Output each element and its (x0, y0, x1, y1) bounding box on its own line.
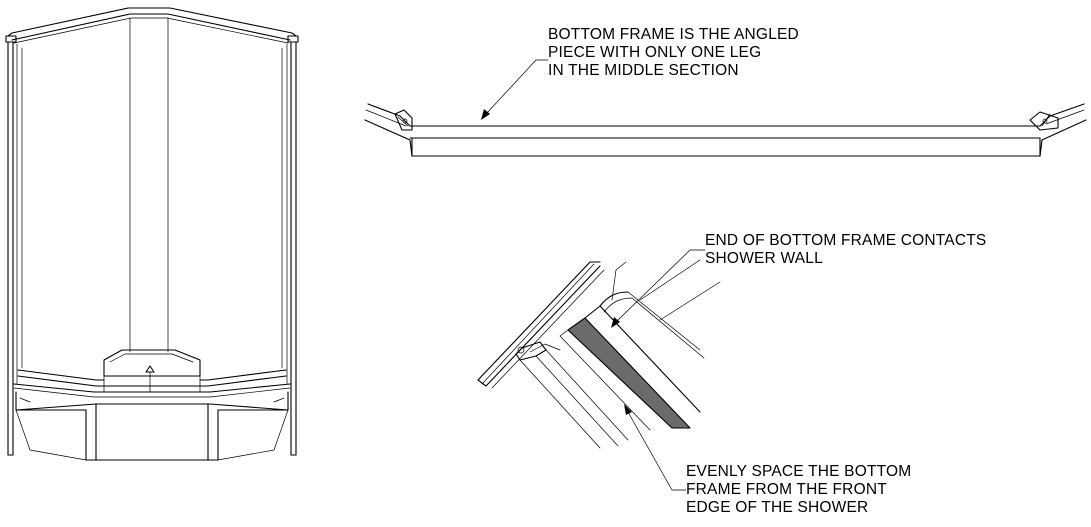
frame-end-contact (599, 259, 721, 359)
contact-leader (611, 249, 706, 328)
contact-note-line: SHOWER WALL (705, 250, 823, 267)
spacing-note-line: EDGE OF THE SHOWER (686, 499, 869, 516)
shower-enclosure-view (5, 7, 299, 461)
spacing-note-line: EVENLY SPACE THE BOTTOM (686, 463, 912, 480)
bottom-frame-right-leg (1029, 103, 1087, 157)
bottom-frame-note-line: BOTTOM FRAME IS THE ANGLED (548, 26, 799, 43)
bottom-frame-left-leg (364, 103, 413, 157)
top-header-rail (5, 7, 299, 44)
bottom-frame-shaded-face (568, 318, 690, 428)
bottom-frame-detail (364, 59, 1087, 157)
bottom-frame-note-line: IN THE MIDDLE SECTION (548, 62, 739, 79)
bottom-frame-note: BOTTOM FRAME IS THE ANGLED PIECE WITH ON… (548, 26, 799, 80)
contact-note-line: END OF BOTTOM FRAME CONTACTS (705, 232, 987, 249)
bottom-frame-middle (409, 125, 1041, 157)
shower-base (13, 369, 291, 461)
bottom-frame-leader (481, 59, 549, 120)
right-wall-post (286, 41, 297, 456)
spacing-note-line: FRAME FROM THE FRONT (686, 481, 887, 498)
contact-note: END OF BOTTOM FRAME CONTACTS SHOWER WALL (705, 232, 986, 268)
spacing-note: EVENLY SPACE THE BOTTOM FRAME FROM THE F… (686, 463, 911, 517)
left-wall-post (7, 41, 18, 456)
back-wall-corner (21, 17, 283, 369)
corner-contact-detail (477, 249, 721, 491)
shower-wall (477, 261, 605, 389)
corner-seat (103, 349, 201, 393)
wall-jamb (515, 341, 629, 449)
spacing-leader (624, 404, 687, 491)
bottom-frame-note-line: PIECE WITH ONLY ONE LEG (548, 44, 762, 61)
